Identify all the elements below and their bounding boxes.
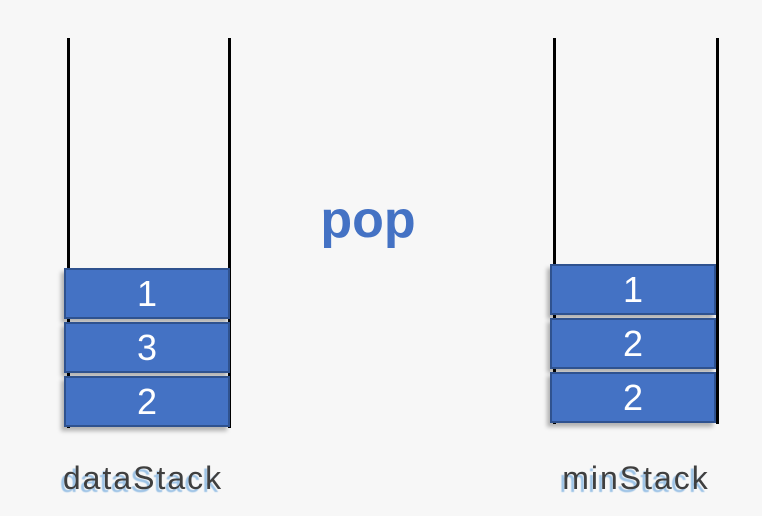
data-stack-items: 1 3 2 [64,268,230,427]
stack-item-value: 1 [622,268,644,310]
stack-item: 1 [64,268,230,319]
stack-item-value: 3 [136,326,158,368]
stack-item: 2 [550,372,716,423]
data-stack-label: dataStack [62,460,224,496]
stack-item: 2 [550,318,716,369]
operation-label: pop [320,191,416,249]
stack-item: 3 [64,322,230,373]
data-stack-wall-right [228,38,231,428]
stack-item: 2 [64,376,230,427]
min-stack-wall-right [716,38,719,424]
stack-item-value: 2 [622,322,644,364]
stack-item-value: 1 [136,272,158,314]
stack-item-value: 2 [622,376,644,418]
min-stack-wall-left [553,38,556,424]
data-stack-wall-left [67,38,70,428]
stack-item: 1 [550,264,716,315]
min-stack-items: 1 2 2 [550,264,716,423]
stack-item-value: 2 [136,380,158,422]
min-stack-label: minStack [562,460,710,496]
